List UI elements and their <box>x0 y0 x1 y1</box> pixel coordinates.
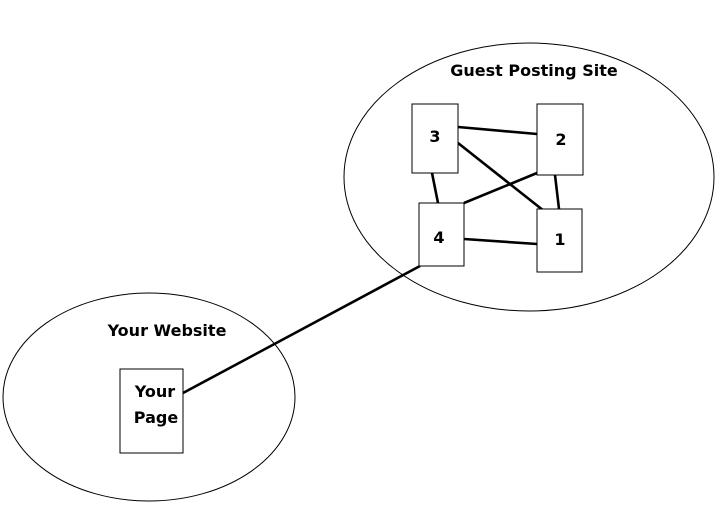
link-3-4 <box>430 172 440 204</box>
link-3-2 <box>457 125 538 136</box>
page-3-label: 3 <box>429 127 440 146</box>
guest-posting-site-ellipse <box>343 42 715 312</box>
page-4-label: 4 <box>433 228 444 247</box>
your-website-label: Your Website <box>107 321 227 340</box>
link-4-1 <box>463 237 538 246</box>
link-4-your-page <box>182 264 421 395</box>
your-page-box <box>119 368 184 454</box>
link-2-1 <box>553 174 561 210</box>
page-2: 2 <box>536 103 584 176</box>
page-4: 4 <box>418 202 465 267</box>
page-1: 1 <box>536 208 583 273</box>
page-1-label: 1 <box>554 230 565 249</box>
page-3: 3 <box>411 103 459 174</box>
page-3-box <box>411 103 459 174</box>
link-2-4 <box>463 171 538 205</box>
page-1-box <box>536 208 583 273</box>
guest-posting-site-label: Guest Posting Site <box>450 61 618 80</box>
page-2-label: 2 <box>555 130 566 149</box>
page-4-box <box>418 202 465 267</box>
your-page-label-line2: Page <box>134 408 179 427</box>
page-2-box <box>536 103 584 176</box>
links <box>182 125 561 395</box>
your-website-ellipse <box>2 292 296 502</box>
your-page-label-line1: Your <box>134 382 176 401</box>
your-page: Your Page <box>119 368 184 454</box>
